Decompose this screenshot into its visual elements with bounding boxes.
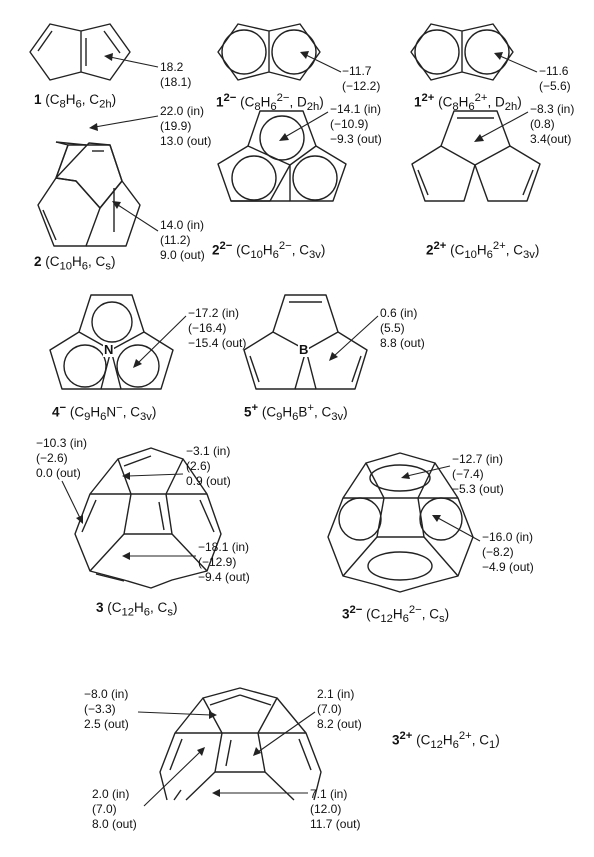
m2p-shift-label: −8.3 (in)(0.8)3.4(out)	[530, 102, 575, 146]
boron-atom-label: B	[298, 342, 310, 357]
m3m-top-shift-label: −12.7 (in)(−7.4)−5.3 (out)	[452, 452, 504, 496]
m4-shift-label: −17.2 (in)(−16.4)−15.4 (out)	[188, 306, 247, 350]
nitrogen-atom-label: N	[103, 342, 115, 357]
m3m-mid-shift-label: −16.0 (in)(−8.2)−4.9 (out)	[482, 530, 534, 574]
m2-bottom-shift-label: 14.0 (in)(11.2)9.0 (out)	[160, 218, 205, 262]
m3-left-shift-label: −10.3 (in)(−2.6)0.0 (out)	[36, 436, 88, 480]
m2p-caption: 22+ (C10H62+, C3v)	[426, 240, 540, 262]
m3-caption: 3 (C12H6, Cs)	[96, 600, 178, 619]
m1m-caption: 12− (C8H62−, D2h)	[216, 92, 324, 114]
m1m-shift-label: −11.7(−12.2)	[342, 64, 381, 93]
m2-top-shift-label: 22.0 (in)(19.9)13.0 (out)	[160, 104, 212, 148]
m1p-caption: 12+ (C8H62+, D2h)	[414, 92, 522, 114]
m2m-shift-label: −14.1 (in)(−10.9)−9.3 (out)	[330, 102, 382, 146]
m1-shift-label: 18.2(18.1)	[160, 60, 192, 89]
m1p-shift-label: −11.6(−5.6)	[539, 64, 571, 93]
m3p-tl-shift-label: −8.0 (in)(−3.3)2.5 (out)	[84, 687, 129, 731]
m2m-caption: 22− (C10H62−, C3v)	[212, 240, 326, 262]
m3m-caption: 32− (C12H62−, Cs)	[342, 604, 450, 626]
m1-caption: 1 (C8H6, C2h)	[34, 92, 117, 111]
m5-caption: 5+ (C9H6B+, C3v)	[244, 402, 348, 424]
m3p-br-shift-label: 7.1 (in)(12.0)11.7 (out)	[310, 787, 361, 831]
m4-caption: 4− (C9H6N−, C3v)	[52, 402, 157, 424]
m2-caption: 2 (C10H6, Cs)	[34, 254, 116, 273]
m3-top-shift-label: −3.1 (in)(2.6)0.9 (out)	[186, 444, 231, 488]
m3p-caption: 32+ (C12H62+, C1)	[392, 730, 500, 752]
m3p-bl-shift-label: 2.0 (in)(7.0)8.0 (out)	[92, 787, 137, 831]
m3p-tr-shift-label: 2.1 (in)(7.0)8.2 (out)	[317, 687, 362, 731]
m3-bottom-shift-label: −18.1 (in)(−12.9)−9.4 (out)	[198, 540, 250, 584]
m5-shift-label: 0.6 (in)(5.5)8.8 (out)	[380, 306, 425, 350]
